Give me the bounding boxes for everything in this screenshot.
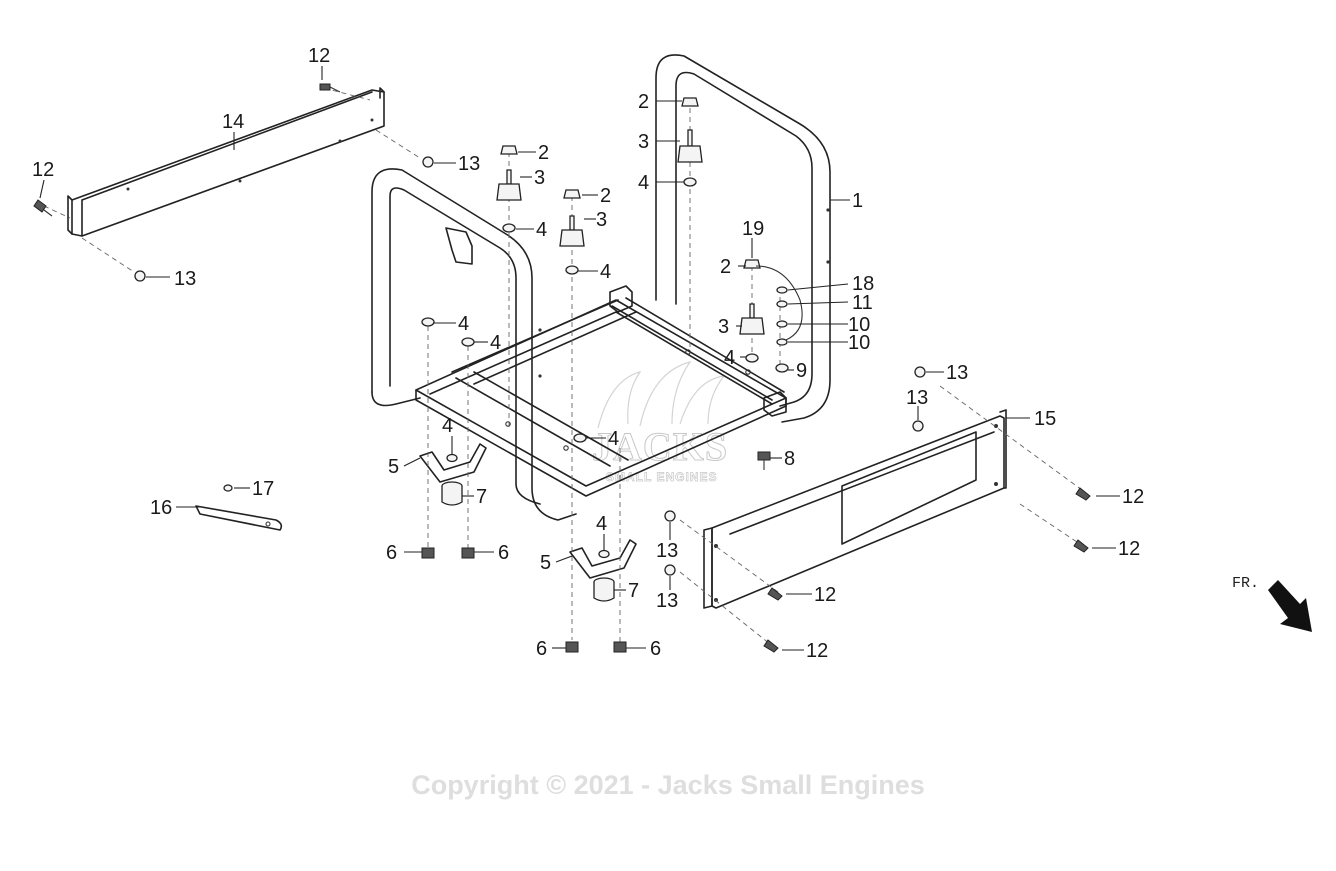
callout-13: 13 bbox=[656, 590, 678, 612]
callout-11: 11 bbox=[852, 292, 873, 314]
callout-13: 13 bbox=[946, 362, 968, 384]
callout-7: 7 bbox=[628, 580, 639, 602]
callout-19: 19 bbox=[742, 218, 764, 240]
copyright-text: Copyright © 2021 - Jacks Small Engines bbox=[411, 770, 925, 800]
callout-18: 18 bbox=[852, 273, 874, 295]
callout-labels: 1 2 2 2 2 3 3 3 3 4 4 4 4 4 4 4 4 4 5 5 … bbox=[32, 45, 1144, 662]
hardware-bolts bbox=[33, 83, 1091, 653]
callout-6: 6 bbox=[536, 638, 547, 660]
callout-12: 12 bbox=[1122, 486, 1144, 508]
callout-12: 12 bbox=[32, 159, 54, 181]
part-5-bracket-right bbox=[569, 539, 637, 579]
callout-8: 8 bbox=[784, 448, 795, 470]
callout-3: 3 bbox=[718, 316, 729, 338]
hardware-nuts bbox=[134, 97, 926, 576]
callout-12: 12 bbox=[1118, 538, 1140, 560]
watermark-brand: JACKS bbox=[592, 424, 728, 469]
callout-4: 4 bbox=[638, 172, 649, 194]
callout-13: 13 bbox=[906, 387, 928, 409]
callout-17: 17 bbox=[252, 478, 274, 500]
hardware-isolators bbox=[496, 129, 765, 335]
callout-3: 3 bbox=[638, 131, 649, 153]
callout-4: 4 bbox=[600, 261, 611, 283]
front-direction-indicator: FR. bbox=[1232, 575, 1312, 632]
callout-4: 4 bbox=[490, 332, 501, 354]
callout-4: 4 bbox=[724, 347, 735, 369]
callout-6: 6 bbox=[386, 542, 397, 564]
callout-2: 2 bbox=[720, 256, 731, 278]
part-14-side-rail bbox=[67, 87, 385, 237]
callout-9: 9 bbox=[796, 360, 807, 382]
callout-4: 4 bbox=[596, 513, 607, 535]
part-1-tube-frame bbox=[371, 54, 831, 521]
callout-4: 4 bbox=[536, 219, 547, 241]
part-15-front-panel bbox=[703, 409, 1007, 609]
callout-10: 10 bbox=[848, 314, 870, 336]
callout-12: 12 bbox=[308, 45, 330, 67]
callout-1: 1 bbox=[852, 190, 863, 212]
callout-6: 6 bbox=[650, 638, 661, 660]
callout-12: 12 bbox=[814, 584, 836, 606]
leader-lines bbox=[39, 66, 1120, 651]
callout-15: 15 bbox=[1034, 408, 1056, 430]
callout-13: 13 bbox=[656, 540, 678, 562]
callout-2: 2 bbox=[638, 91, 649, 113]
callout-4: 4 bbox=[608, 428, 619, 450]
callout-3: 3 bbox=[534, 167, 545, 189]
callout-14: 14 bbox=[222, 111, 244, 133]
callout-3: 3 bbox=[596, 209, 607, 231]
watermark-tagline: SMALL ENGINES bbox=[606, 470, 717, 484]
callout-2: 2 bbox=[600, 185, 611, 207]
callout-5: 5 bbox=[388, 456, 399, 478]
front-label: FR. bbox=[1232, 575, 1259, 592]
callout-7: 7 bbox=[476, 486, 487, 508]
callout-5: 5 bbox=[540, 552, 551, 574]
callout-13: 13 bbox=[174, 268, 196, 290]
assembly-axes bbox=[43, 87, 1083, 645]
callout-2: 2 bbox=[538, 142, 549, 164]
callout-10: 10 bbox=[848, 332, 870, 354]
part-7-rubber-mount bbox=[441, 481, 615, 602]
watermark-logo: JACKS SMALL ENGINES bbox=[592, 361, 728, 484]
callout-12: 12 bbox=[806, 640, 828, 662]
part-5-bracket-left bbox=[419, 443, 487, 483]
callout-4: 4 bbox=[442, 415, 453, 437]
callout-4: 4 bbox=[458, 313, 469, 335]
callout-6: 6 bbox=[498, 542, 509, 564]
front-arrow-icon bbox=[1268, 580, 1312, 632]
callout-13: 13 bbox=[458, 153, 480, 175]
callout-16: 16 bbox=[150, 497, 172, 519]
part-16-bracket bbox=[195, 505, 283, 531]
